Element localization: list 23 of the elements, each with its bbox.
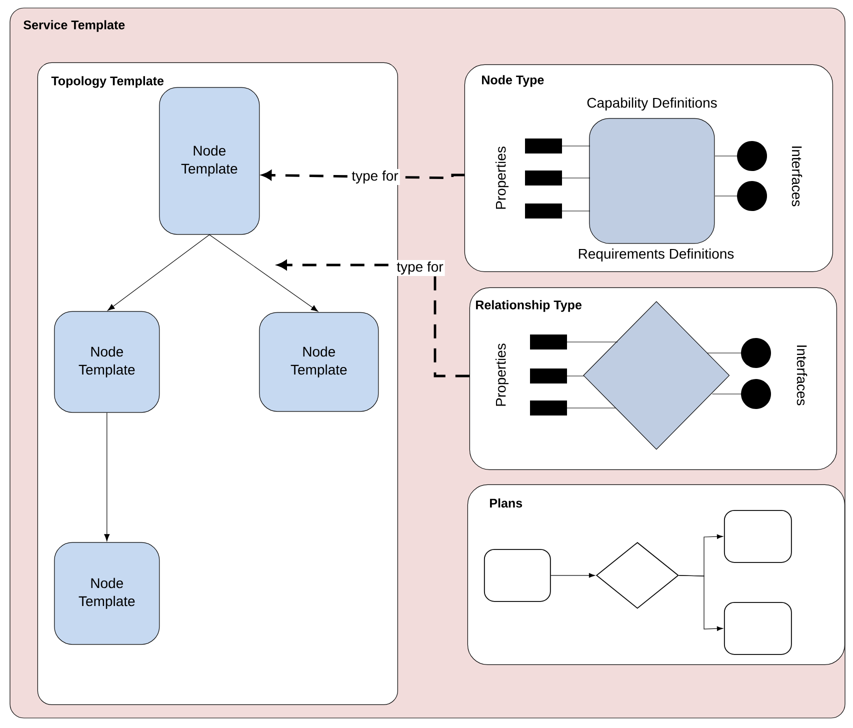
plan-step-box <box>724 602 792 655</box>
definitions-box <box>589 118 715 244</box>
node-template-box: Node Template <box>259 312 379 412</box>
panel-title: Node Type <box>482 75 544 87</box>
panel-title: Service Template <box>24 20 125 32</box>
plan-step-box <box>484 548 551 602</box>
definition-label: Capability Definitions <box>587 97 717 111</box>
panel-title: Topology Template <box>51 76 164 88</box>
node-template-box: Node Template <box>159 87 260 235</box>
port-label: Properties <box>495 146 509 209</box>
plan-step-box <box>724 510 792 563</box>
port-label: Properties <box>495 344 509 406</box>
node-template-box: Node Template <box>54 311 160 413</box>
edge-label: type for <box>395 260 445 276</box>
relationship-diamond <box>583 301 730 450</box>
edge-label: type for <box>350 168 400 186</box>
panel-title: Relationship Type <box>476 300 582 312</box>
plan-decision-diamond <box>596 542 679 609</box>
port-label: Interfaces <box>796 346 808 406</box>
definition-label: Requirements Definitions <box>578 248 734 262</box>
port-label: Interfaces <box>792 146 802 206</box>
panel-title: Plans <box>490 498 522 508</box>
node-template-box: Node Template <box>54 542 160 645</box>
